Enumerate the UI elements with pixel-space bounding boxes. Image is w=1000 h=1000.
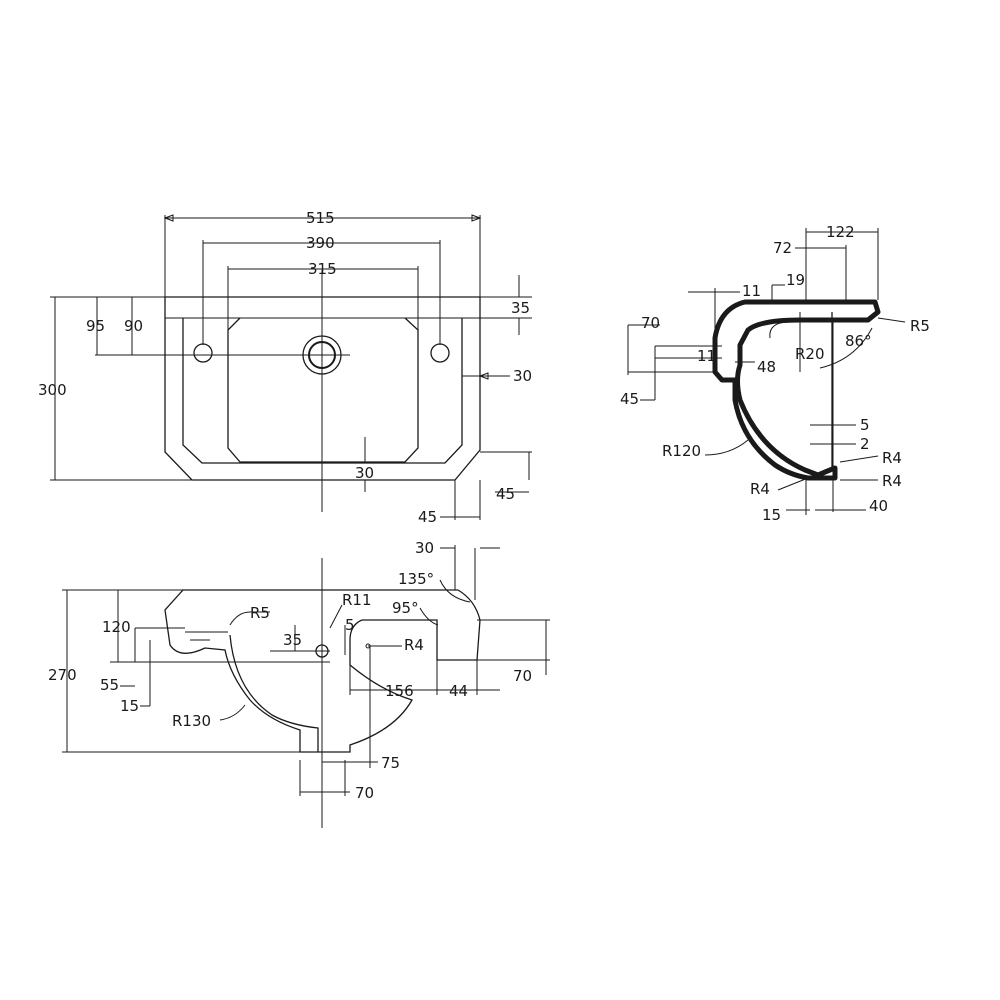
dim-depth: 300 bbox=[38, 381, 67, 399]
side-view-body bbox=[712, 299, 881, 481]
label-inner-radius: R20 bbox=[795, 345, 825, 363]
label-waste-radius-lower: R4 bbox=[882, 472, 902, 490]
side-view: 122 72 19 11 70 11 48 45 R5 R20 bbox=[620, 223, 930, 524]
label-section-bowl-radius: R130 bbox=[172, 712, 211, 730]
dim-rim-thickness: 35 bbox=[511, 299, 530, 317]
label-outlet-radius: R4 bbox=[750, 480, 770, 498]
label-section-rim-radius: R5 bbox=[250, 604, 270, 622]
section-view-bowl bbox=[229, 634, 319, 752]
dim-bowl-depth: 156 bbox=[385, 682, 414, 700]
dim-inner-width: 72 bbox=[773, 239, 792, 257]
section-view-shell bbox=[164, 589, 481, 753]
label-bowl-radius: R120 bbox=[662, 442, 701, 460]
top-view-inner-outline bbox=[182, 318, 463, 464]
dim-top-width: 122 bbox=[826, 223, 855, 241]
dim-outlet-width: 40 bbox=[869, 497, 888, 515]
label-waste-radius-upper: R4 bbox=[882, 449, 902, 467]
dim-rim-offset: 19 bbox=[786, 271, 805, 289]
dim-section-front-rim: 30 bbox=[415, 539, 434, 557]
label-section-front-radius: R4 bbox=[404, 636, 424, 654]
label-edge-angle: 135° bbox=[398, 570, 434, 588]
dim-tap-hole-spacing: 390 bbox=[306, 234, 335, 252]
dim-wall-gap: 5 bbox=[345, 616, 355, 634]
dim-front-rim: 30 bbox=[355, 464, 374, 482]
dim-section-outlet-width: 70 bbox=[355, 784, 374, 802]
dim-outlet-distance: 75 bbox=[381, 754, 400, 772]
dim-section-overall-height: 270 bbox=[48, 666, 77, 684]
dim-back-to-tap-holes: 95 bbox=[86, 317, 105, 335]
tap-hole-right bbox=[430, 343, 450, 363]
dim-outlet-height: 55 bbox=[100, 676, 119, 694]
tap-hole-left bbox=[193, 343, 213, 363]
dim-outlet-lip: 15 bbox=[762, 506, 781, 524]
dim-chamfer-vertical: 45 bbox=[496, 485, 515, 503]
dim-bowl-width: 315 bbox=[308, 260, 337, 278]
dim-overflow-offset: 45 bbox=[620, 390, 639, 408]
top-view: 515 390 315 300 95 90 35 30 30 bbox=[38, 209, 532, 526]
dim-rim-wall: 11 bbox=[742, 282, 761, 300]
dim-waste-wall: 2 bbox=[860, 435, 870, 453]
section-view: 270 120 55 15 R5 R11 35 5 30 135° bbox=[48, 539, 550, 828]
dim-overflow-height: 70 bbox=[641, 314, 660, 332]
dim-section-outlet-lip: 15 bbox=[120, 697, 139, 715]
label-front-angle: 95° bbox=[392, 599, 419, 617]
dim-side-rim: 30 bbox=[513, 367, 532, 385]
label-rim-angle: 86° bbox=[845, 332, 872, 350]
dim-front-height: 70 bbox=[513, 667, 532, 685]
label-section-outlet-radius: R11 bbox=[342, 591, 372, 609]
dim-overflow-gap: 48 bbox=[757, 358, 776, 376]
label-rim-radius: R5 bbox=[910, 317, 930, 335]
dim-back-height: 120 bbox=[102, 618, 131, 636]
top-view-basin bbox=[227, 317, 419, 463]
dim-overflow-wall: 11 bbox=[697, 347, 716, 365]
dim-waste-offset: 5 bbox=[860, 416, 870, 434]
dim-front-step: 44 bbox=[449, 682, 468, 700]
dim-chamfer-horizontal: 45 bbox=[418, 508, 437, 526]
dim-spout-offset: 35 bbox=[283, 631, 302, 649]
dim-back-to-bowl: 90 bbox=[124, 317, 143, 335]
dim-overall-width: 515 bbox=[306, 209, 335, 227]
